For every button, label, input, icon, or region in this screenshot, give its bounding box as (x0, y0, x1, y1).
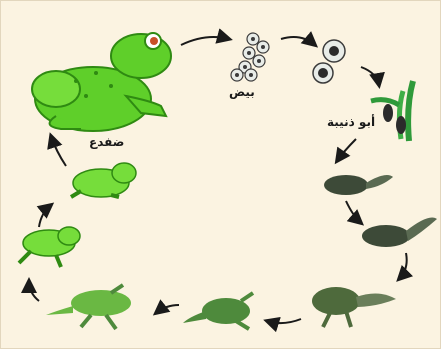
froglet-with-tail (183, 293, 253, 329)
tadpole-label: أبو ذنيبة (327, 115, 375, 129)
embryos (313, 40, 345, 83)
eggs-cluster (231, 33, 269, 81)
hatchling-on-plant (371, 81, 413, 141)
adult-frog (32, 33, 171, 131)
tadpole-1 (324, 175, 393, 195)
young-frog-with-tail (46, 285, 131, 329)
froglet (71, 163, 136, 197)
frog-label: ضفدع (89, 135, 124, 149)
eggs-label: بيض (229, 85, 255, 99)
tadpole-with-legs (312, 287, 396, 327)
young-frog (19, 227, 80, 267)
tadpole-2 (362, 218, 437, 248)
